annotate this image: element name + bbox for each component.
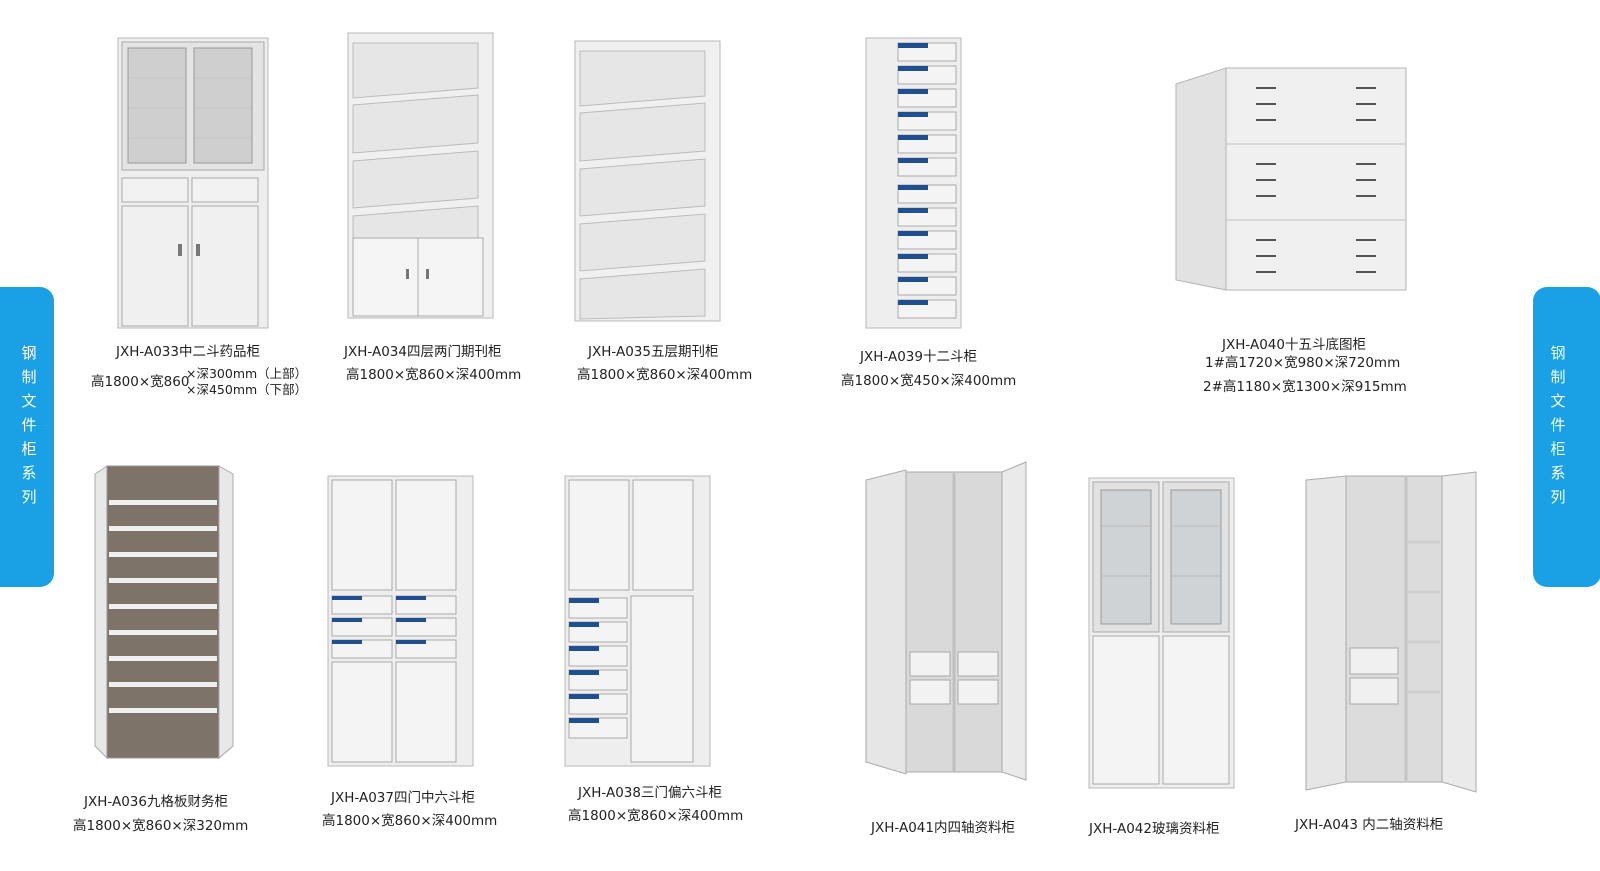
- product-name: JXH-A042玻璃资料柜: [1089, 821, 1220, 837]
- cabinet-a038-image: [564, 475, 711, 767]
- side-tab-left: 钢制文件柜系列: [0, 287, 54, 587]
- product-dim: 2#高1180×宽1300×深915mm: [1203, 379, 1407, 395]
- product-dim: 高1800×宽860×深320mm: [73, 818, 249, 834]
- side-label-right: 钢制文件柜系列: [1550, 344, 1566, 506]
- product-dim: 高1800×宽450×深400mm: [841, 373, 1017, 389]
- cabinet-a035-image: [574, 40, 721, 322]
- cabinet-a037-image: [327, 475, 474, 767]
- product-dim: 高1800×宽860×深400mm: [577, 367, 753, 383]
- product-name: JXH-A037四门中六斗柜: [331, 790, 475, 806]
- cabinet-a033-image: [117, 37, 269, 329]
- product-name: JXH-A043 内二轴资料柜: [1295, 817, 1444, 833]
- cabinet-a043-image: [1305, 471, 1477, 793]
- cabinet-a041-image: [865, 461, 1027, 781]
- product-name: JXH-A040十五斗底图柜: [1222, 337, 1366, 353]
- cabinet-a040-image: [1175, 67, 1407, 291]
- product-name: JXH-A036九格板财务柜: [84, 794, 228, 810]
- product-name: JXH-A034四层两门期刊柜: [344, 344, 502, 360]
- product-dim: 高1800×宽860×深400mm: [568, 808, 744, 824]
- product-dim: 高1800×宽860: [91, 374, 190, 390]
- side-tab-right: 钢制文件柜系列: [1533, 287, 1600, 587]
- product-dim: 1#高1720×宽980×深720mm: [1205, 355, 1401, 371]
- product-name: JXH-A039十二斗柜: [860, 349, 977, 365]
- product-name: JXH-A035五层期刊柜: [588, 344, 719, 360]
- product-name: JXH-A038三门偏六斗柜: [578, 785, 722, 801]
- product-dim: 高1800×宽860×深400mm: [322, 813, 498, 829]
- product-dim: ×深450mm（下部）: [186, 382, 308, 397]
- cabinet-a034-image: [347, 32, 494, 319]
- cabinet-a036-image: [94, 465, 234, 760]
- product-dim: ×深300mm（上部）: [186, 366, 308, 381]
- product-dim: 高1800×宽860×深400mm: [346, 367, 522, 383]
- cabinet-a042-image: [1088, 477, 1235, 789]
- product-name: JXH-A033中二斗药品柜: [116, 344, 260, 360]
- side-label-left: 钢制文件柜系列: [21, 344, 37, 506]
- product-name: JXH-A041内四轴资料柜: [871, 820, 1015, 836]
- cabinet-a039-image: [865, 37, 962, 329]
